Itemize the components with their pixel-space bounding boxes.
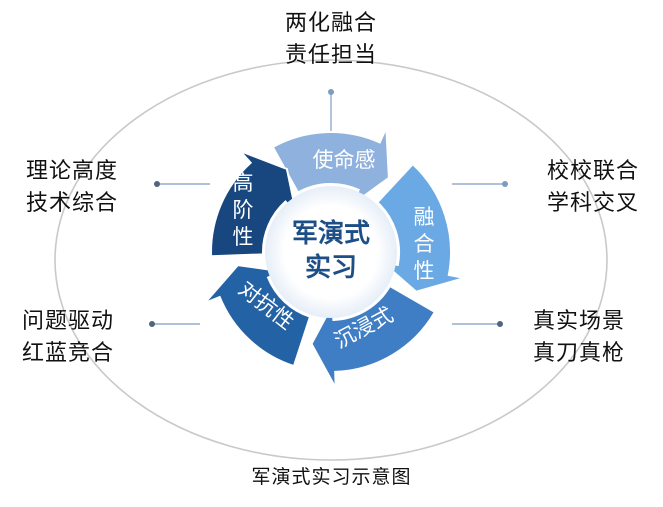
segment-label-high-level-1: 高: [233, 171, 254, 195]
label-lower-right: 真实场景 真刀真枪: [517, 306, 641, 370]
connector-dot-lower-left: [149, 321, 155, 327]
arrow-mission: [271, 127, 390, 208]
label-lower-left-line1: 问题驱动: [21, 309, 114, 334]
label-upper-left-line2: 技术综合: [25, 191, 118, 216]
diagram-caption: 军演式实习示意图: [251, 466, 412, 488]
segment-label-mission: 使命感: [313, 148, 376, 172]
outer-ellipse: [54, 59, 608, 461]
cycle-arrows: [204, 127, 465, 389]
label-lower-right-line1: 真实场景: [532, 309, 625, 334]
segment-label-fusion-3: 性: [414, 259, 435, 283]
center-title-line2: 实习: [305, 252, 357, 283]
arrow-adversarial: [204, 264, 312, 368]
label-top-line1: 两化融合: [284, 11, 377, 36]
label-upper-right-line1: 校校联合: [546, 159, 639, 184]
segment-label-fusion-2: 合: [414, 232, 435, 256]
connector-dot-upper-left: [154, 181, 160, 187]
label-upper-left: 理论高度 技术综合: [12, 156, 132, 220]
connector-dot-upper-right: [502, 181, 508, 187]
center-title-line1: 军演式: [292, 218, 370, 249]
segment-label-high-level-3: 性: [233, 225, 254, 249]
connector-dot-lower-right: [497, 321, 503, 327]
connectors: [149, 89, 508, 327]
label-upper-right-line2: 学科交叉: [546, 191, 639, 216]
connector-dot-top: [328, 89, 334, 95]
arrow-immersive: [310, 284, 437, 389]
label-lower-right-line2: 真刀真枪: [532, 341, 625, 366]
label-lower-left-line2: 红蓝竞合: [21, 341, 114, 366]
label-lower-left: 问题驱动 红蓝竞合: [8, 306, 128, 370]
segment-label-fusion-1: 融: [414, 205, 435, 229]
label-upper-right: 校校联合 学科交叉: [531, 156, 655, 220]
center-disc: [265, 186, 397, 318]
arrow-fusion: [375, 162, 465, 293]
label-top: 两化融合 责任担当: [231, 8, 431, 72]
arrow-high-level: [210, 149, 298, 258]
label-upper-left-line1: 理论高度: [25, 159, 118, 184]
segment-label-high-level-2: 阶: [233, 198, 254, 222]
label-top-line2: 责任担当: [284, 43, 377, 68]
